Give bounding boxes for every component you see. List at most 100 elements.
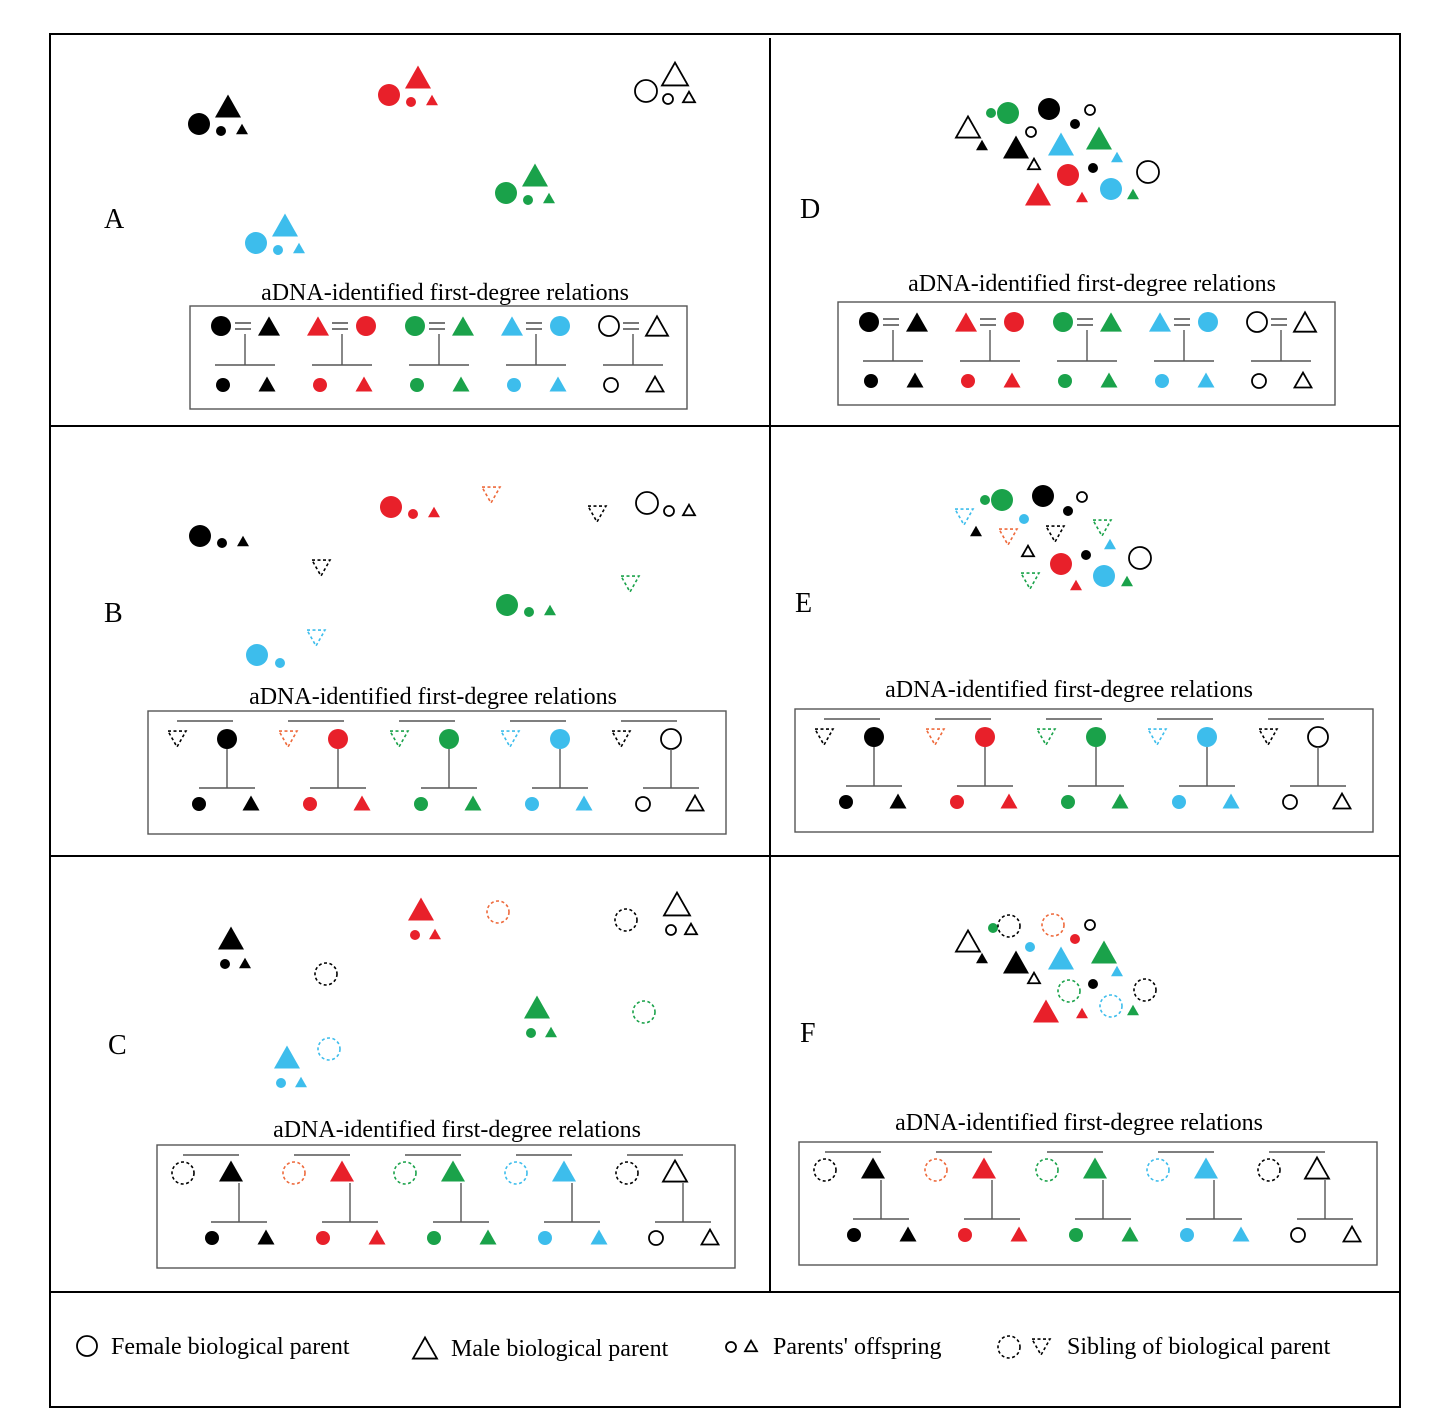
outline-offspring-male: [1020, 543, 1036, 558]
red-pedigree-daughter: [958, 1228, 972, 1242]
red-pedigree-son: [368, 1229, 386, 1245]
red-pedigree-son: [355, 376, 373, 392]
black-pedigree-daughter: [839, 795, 853, 809]
green-sibling-of-parent: [1019, 572, 1041, 591]
green-pedigree-daughter: [1069, 1228, 1083, 1242]
red-pedigree-father: [955, 312, 977, 332]
green-male-parent: [1091, 940, 1117, 964]
red-pedigree-father: [972, 1157, 996, 1179]
green-pedigree-mother: [1086, 727, 1106, 747]
black-pedigree-son: [899, 1226, 917, 1242]
panel-letter-c: C: [108, 1030, 127, 1061]
blue-female-parent: [1093, 565, 1115, 587]
red-offspring-male: [426, 94, 438, 106]
red-male-parent: [405, 65, 431, 89]
green-sibling-of-parent: [632, 1000, 656, 1024]
black-sibling-of-parent: [1044, 525, 1066, 544]
outline-pedigree-mother: [660, 728, 682, 750]
red-sibling-of-parent: [486, 900, 510, 924]
blue-male-parent: [1048, 132, 1074, 156]
green-offspring-female: [980, 495, 990, 505]
outline-pedigree-daughter: [1290, 1227, 1306, 1243]
green-pedigree-daughter: [427, 1231, 441, 1245]
blue-male-parent: [274, 1045, 300, 1069]
outline-sibling-of-parent: [614, 908, 638, 932]
red-pedigree-sibling-of-parent: [282, 1161, 306, 1185]
red-offspring-male: [1070, 579, 1082, 591]
black-male-parent: [215, 94, 241, 118]
outline-pedigree-son: [699, 1227, 721, 1246]
red-female-parent: [1057, 164, 1079, 186]
outline-offspring-female: [662, 93, 674, 105]
blue-offspring-male: [295, 1076, 307, 1088]
panel-letter-f: F: [800, 1018, 816, 1049]
outline-pedigree-father: [661, 1158, 689, 1183]
blue-offspring-male: [1111, 965, 1123, 977]
green-pedigree-son: [464, 795, 482, 811]
outline-female-parent: [635, 491, 659, 515]
green-pedigree-daughter: [410, 378, 424, 392]
panel-letter-e: E: [795, 588, 812, 619]
blue-offspring-male: [1111, 151, 1123, 163]
black-pedigree-daughter: [192, 797, 206, 811]
green-offspring-male: [544, 604, 556, 616]
outline-sibling-of-parent: [586, 505, 608, 524]
pedigree-box: [156, 1144, 736, 1269]
blue-sibling-of-parent: [1099, 994, 1123, 1018]
gray-offspring: [1063, 506, 1073, 516]
blue-pedigree-daughter: [507, 378, 521, 392]
black-pedigree-daughter: [205, 1231, 219, 1245]
black-male-parent: [1003, 135, 1029, 159]
diagram-marks: [76, 60, 1378, 1360]
green-male-parent: [522, 163, 548, 187]
black-offspring-female: [1081, 550, 1091, 560]
blue-pedigree-son: [1197, 372, 1215, 388]
female-parent-legend-icon: [76, 1335, 98, 1357]
caption-panel-d: aDNA-identified first-degree relations: [908, 271, 1276, 297]
red-pedigree-mother: [975, 727, 995, 747]
green-male-parent: [524, 995, 550, 1019]
black-pedigree-mother: [217, 729, 237, 749]
outline-sibling-of-parent: [1133, 978, 1157, 1002]
blue-sibling-of-parent: [317, 1037, 341, 1061]
black-sibling-of-parent: [997, 914, 1021, 938]
blue-pedigree-son: [590, 1229, 608, 1245]
blue-pedigree-mother: [1197, 727, 1217, 747]
green-pedigree-father: [1100, 312, 1122, 332]
blue-pedigree-father: [501, 316, 523, 336]
red-male-parent: [408, 897, 434, 921]
green-pedigree-father: [1083, 1157, 1107, 1179]
blue-male-parent: [272, 213, 298, 237]
black-pedigree-sibling-of-parent: [813, 1158, 837, 1182]
green-pedigree-son: [1111, 793, 1129, 809]
green-pedigree-son: [1121, 1226, 1139, 1242]
outline-offspring-female: [1076, 491, 1088, 503]
blue-offspring-female: [273, 245, 283, 255]
outline-pedigree-sibling-of-parent: [610, 730, 632, 749]
blue-pedigree-daughter: [525, 797, 539, 811]
outline-female-parent: [1128, 546, 1152, 570]
green-pedigree-father: [441, 1160, 465, 1182]
blue-pedigree-son: [575, 795, 593, 811]
blue-female-parent: [245, 232, 267, 254]
outline-pedigree-son: [1341, 1224, 1363, 1243]
offspring-male-legend-icon: [743, 1338, 759, 1353]
green-sibling-of-parent: [1057, 979, 1081, 1003]
red-pedigree-daughter: [950, 795, 964, 809]
black-female-parent: [188, 113, 210, 135]
black-pedigree-mother: [864, 727, 884, 747]
panel-letter-a: A: [104, 204, 125, 235]
legend-sibling-label: Sibling of biological parent: [1067, 1334, 1331, 1360]
outline-pedigree-father: [644, 314, 670, 337]
green-female-parent: [997, 102, 1019, 124]
gray-offspring: [1070, 119, 1080, 129]
blue-pedigree-son: [1232, 1226, 1250, 1242]
outline-female-parent: [1136, 160, 1160, 184]
outline-pedigree-sibling-of-parent: [1257, 728, 1279, 747]
red-pedigree-daughter: [961, 374, 975, 388]
red-sibling-of-parent: [1041, 913, 1065, 937]
blue-pedigree-mother: [550, 729, 570, 749]
black-offspring-male: [237, 535, 249, 547]
red-pedigree-daughter: [313, 378, 327, 392]
